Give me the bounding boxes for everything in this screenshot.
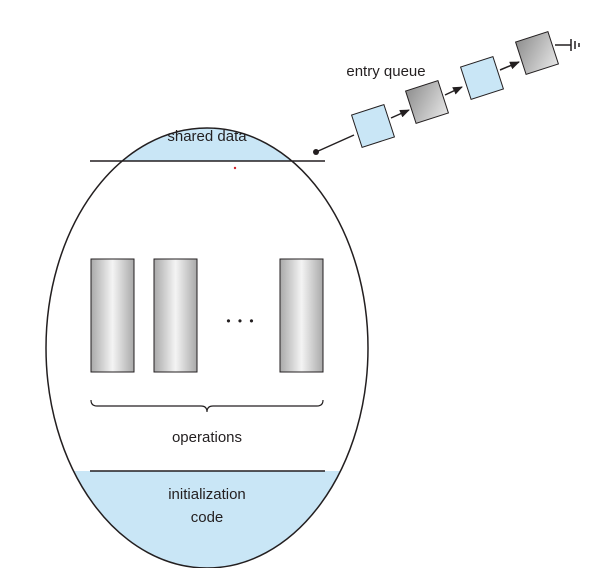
queue-arrow bbox=[444, 86, 463, 96]
operation-box bbox=[279, 258, 324, 373]
queue-item-blue bbox=[459, 55, 505, 101]
queue-item-blue bbox=[350, 103, 396, 149]
queue-attach-point bbox=[313, 149, 319, 155]
queue-arrow bbox=[390, 109, 410, 119]
initialization-code-label-line2: code bbox=[191, 509, 224, 526]
entry-queue bbox=[313, 30, 580, 155]
red-dot bbox=[233, 166, 237, 170]
initialization-code-label-line1: initialization bbox=[168, 486, 246, 503]
null-terminator-icon bbox=[555, 39, 580, 51]
shared-data-label: shared data bbox=[167, 128, 247, 145]
operation-box bbox=[90, 258, 135, 373]
operations-brace bbox=[90, 399, 324, 413]
queue-item-gray bbox=[514, 30, 560, 76]
ellipsis-label: • • • bbox=[226, 314, 255, 328]
monitor-outline bbox=[45, 127, 369, 568]
queue-arrow bbox=[499, 61, 520, 71]
queue-connector bbox=[315, 134, 355, 153]
queue-item-gray bbox=[404, 79, 450, 125]
operations-label: operations bbox=[172, 429, 242, 446]
operations-group bbox=[90, 258, 324, 373]
operation-box bbox=[153, 258, 198, 373]
entry-queue-label: entry queue bbox=[346, 63, 425, 80]
